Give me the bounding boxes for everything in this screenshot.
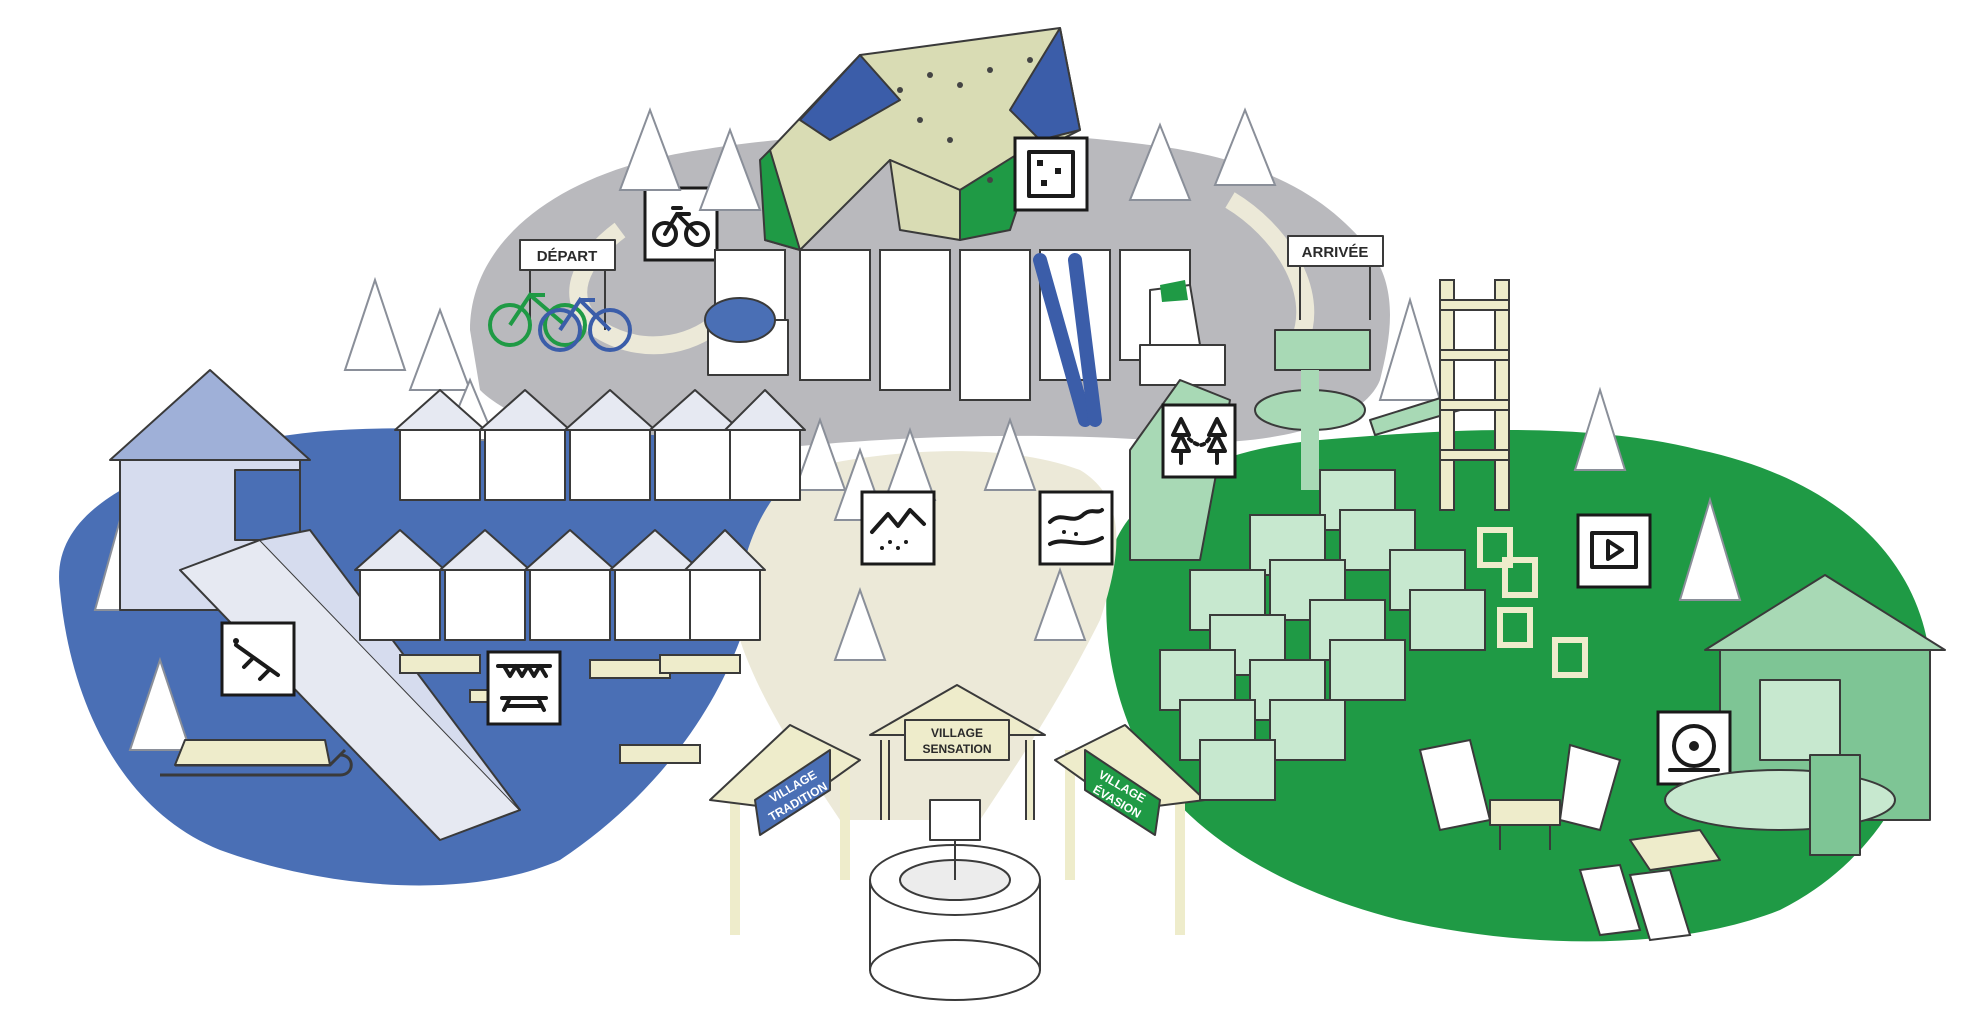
- arrivee-sign: ARRIVÉE: [1287, 235, 1384, 320]
- play-video-icon[interactable]: [1576, 513, 1652, 589]
- village-sensation-arch: VILLAGE SENSATION: [869, 684, 1046, 820]
- svg-text:DÉPART: DÉPART: [537, 248, 598, 265]
- skis[interactable]: [1033, 253, 1102, 427]
- vr-headset[interactable]: [704, 297, 789, 376]
- lounge-table[interactable]: [1629, 829, 1721, 871]
- bikes[interactable]: [488, 292, 632, 352]
- depart-sign: DÉPART: [519, 239, 616, 330]
- stage[interactable]: [1664, 754, 1896, 856]
- cabins[interactable]: [354, 389, 806, 641]
- trees: [93, 107, 1742, 751]
- svg-text:SENSATION: SENSATION: [922, 742, 991, 756]
- vinyl-speaker-icon[interactable]: [1656, 710, 1732, 786]
- picnic-table-icon[interactable]: [486, 650, 562, 726]
- tree-crossing-icon[interactable]: [1161, 403, 1237, 479]
- wooden-frames[interactable]: [1477, 527, 1588, 678]
- climbing-wall-icon[interactable]: [1013, 136, 1089, 212]
- sled-icon[interactable]: [220, 621, 296, 697]
- village-tradition-arch: VILLAGE TRADITION: [709, 724, 861, 935]
- snow-slide[interactable]: [179, 529, 521, 841]
- svg-text:ARRIVÉE: ARRIVÉE: [1302, 244, 1369, 261]
- coffee-table[interactable]: [1489, 799, 1561, 850]
- svg-text:VILLAGE: VILLAGE: [931, 726, 983, 740]
- terrain-map-icon[interactable]: [1038, 490, 1114, 566]
- deck-chairs[interactable]: [1418, 738, 1692, 942]
- sled[interactable]: [160, 739, 353, 777]
- central-well[interactable]: [869, 799, 1041, 1001]
- ladder-tower[interactable]: [1439, 279, 1510, 511]
- block-steps[interactable]: [1159, 469, 1486, 801]
- mountain-trail-icon[interactable]: [860, 490, 936, 566]
- village-evasion-arch: VILLAGE ÉVASION: [1054, 724, 1206, 935]
